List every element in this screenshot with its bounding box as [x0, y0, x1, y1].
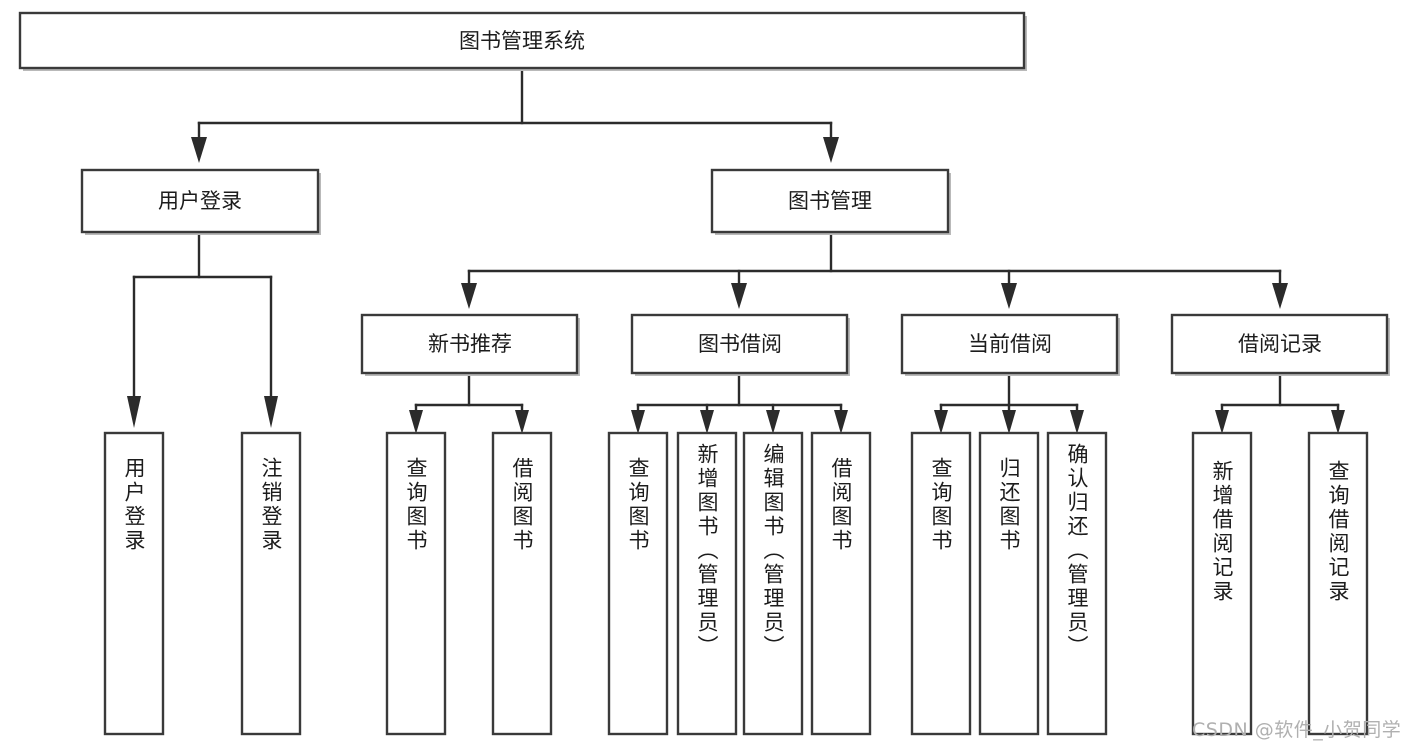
node-borrow-record-box[interactable]: [1170, 313, 1389, 375]
node-leaf-borrow-book-1[interactable]: 借阅图书: [491, 431, 553, 736]
node-book-manage-label: 图书管理: [788, 189, 872, 213]
node-leaf-confirm-return-admin-box[interactable]: [1046, 431, 1108, 736]
node-leaf-query-book-3-label: 查询图书: [929, 457, 953, 553]
node-user-login-label: 用户登录: [158, 189, 242, 213]
node-leaf-user-login-label: 用户登录: [122, 457, 146, 553]
node-leaf-borrow-book-1-box[interactable]: [491, 431, 553, 736]
arrow-leaf-query-book-2: [631, 410, 645, 434]
node-leaf-query-book-1-label: 查询图书: [404, 457, 428, 553]
node-leaf-borrow-book-2-label: 借阅图书: [829, 457, 853, 553]
node-root-box[interactable]: [18, 11, 1026, 70]
node-leaf-confirm-return-admin[interactable]: 确认归还（管理员）: [1046, 431, 1108, 736]
node-leaf-query-borrow-record[interactable]: 查询借阅记录: [1307, 431, 1369, 736]
node-leaf-query-book-3[interactable]: 查询图书: [910, 431, 972, 736]
node-leaf-edit-book-admin-box[interactable]: [742, 431, 804, 736]
node-book-borrow-box[interactable]: [630, 313, 849, 375]
node-leaf-borrow-book-2[interactable]: 借阅图书: [810, 431, 872, 736]
node-borrow-record[interactable]: 借阅记录: [1170, 313, 1390, 376]
node-leaf-add-borrow-record-box[interactable]: [1191, 431, 1253, 736]
node-user-login[interactable]: 用户登录: [80, 168, 321, 235]
node-leaf-edit-book-admin-label: 编辑图书（管理员）: [761, 443, 785, 659]
arrow-leaf-edit-book-admin: [766, 410, 780, 434]
node-leaf-query-book-2-box[interactable]: [607, 431, 669, 736]
arrow-leaf-borrow-book-1: [515, 410, 529, 434]
arrow-current-borrow: [1001, 283, 1017, 309]
arrow-leaf-add-book-admin: [700, 410, 714, 434]
arrow-leaf-add-borrow-record: [1215, 410, 1229, 434]
node-leaf-query-book-3-box[interactable]: [910, 431, 972, 736]
node-root[interactable]: 图书管理系统: [18, 11, 1027, 71]
node-book-manage[interactable]: 图书管理: [710, 168, 951, 235]
arrow-leaf-query-book-3: [934, 410, 948, 434]
node-root-label: 图书管理系统: [459, 29, 585, 53]
arrow-leaf-confirm-return-admin: [1070, 410, 1084, 434]
node-leaf-logout-login[interactable]: 注销登录: [240, 431, 302, 736]
arrow-borrow-record: [1272, 283, 1288, 309]
node-leaf-query-book-1-box[interactable]: [385, 431, 447, 736]
arrow-book-manage: [823, 137, 839, 163]
arrow-leaf-query-book-1: [409, 410, 423, 434]
node-book-borrow-label: 图书借阅: [698, 332, 782, 356]
node-leaf-return-book-label: 归还图书: [997, 457, 1021, 553]
arrow-leaf-logout-login: [264, 396, 278, 428]
node-leaf-borrow-book-1-label: 借阅图书: [510, 457, 534, 553]
node-leaf-add-book-admin[interactable]: 新增图书（管理员）: [676, 431, 738, 736]
node-new-book-recommend[interactable]: 新书推荐: [360, 313, 580, 376]
arrow-leaf-borrow-book-2: [834, 410, 848, 434]
node-leaf-borrow-book-2-box[interactable]: [810, 431, 872, 736]
node-leaf-confirm-return-admin-label: 确认归还（管理员）: [1065, 443, 1089, 659]
arrow-new-book-recommend: [461, 283, 477, 309]
node-current-borrow-label: 当前借阅: [968, 332, 1052, 356]
node-leaf-return-book[interactable]: 归还图书: [978, 431, 1040, 736]
node-leaf-logout-login-box[interactable]: [240, 431, 302, 736]
node-user-login-box[interactable]: [80, 168, 320, 234]
node-leaf-query-book-2[interactable]: 查询图书: [607, 431, 669, 736]
node-book-manage-box[interactable]: [710, 168, 950, 234]
node-borrow-record-label: 借阅记录: [1238, 332, 1322, 356]
arrow-book-borrow: [731, 283, 747, 309]
arrow-user-login: [191, 137, 207, 163]
node-leaf-logout-login-label: 注销登录: [259, 457, 283, 553]
arrow-leaf-return-book: [1002, 410, 1016, 434]
csdn-watermark: CSDN @软件_小贺同学: [1192, 719, 1401, 741]
arrow-leaf-user-login: [127, 396, 141, 428]
node-leaf-query-borrow-record-box[interactable]: [1307, 431, 1369, 736]
node-leaf-query-book-2-label: 查询图书: [626, 457, 650, 553]
edges-layer: [127, 67, 1345, 434]
node-leaf-user-login-box[interactable]: [103, 431, 165, 736]
node-current-borrow[interactable]: 当前借阅: [900, 313, 1120, 376]
node-leaf-user-login[interactable]: 用户登录: [103, 431, 165, 736]
node-leaf-query-borrow-record-label: 查询借阅记录: [1326, 460, 1350, 604]
node-leaf-add-book-admin-label: 新增图书（管理员）: [695, 443, 719, 659]
arrow-leaf-query-borrow-record: [1331, 410, 1345, 434]
node-leaf-query-book-1[interactable]: 查询图书: [385, 431, 447, 736]
node-leaf-add-borrow-record-label: 新增借阅记录: [1210, 460, 1234, 604]
node-leaf-add-borrow-record[interactable]: 新增借阅记录: [1191, 431, 1253, 736]
node-book-borrow[interactable]: 图书借阅: [630, 313, 850, 376]
node-leaf-add-book-admin-box[interactable]: [676, 431, 738, 736]
node-new-book-recommend-label: 新书推荐: [428, 332, 512, 356]
node-new-book-recommend-box[interactable]: [360, 313, 579, 375]
node-leaf-return-book-box[interactable]: [978, 431, 1040, 736]
node-current-borrow-box[interactable]: [900, 313, 1119, 375]
node-leaf-edit-book-admin[interactable]: 编辑图书（管理员）: [742, 431, 804, 736]
